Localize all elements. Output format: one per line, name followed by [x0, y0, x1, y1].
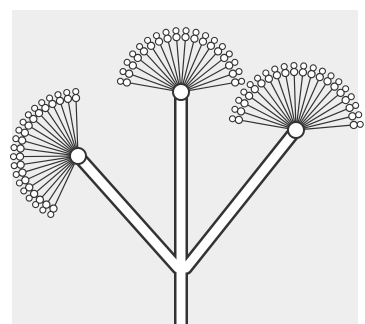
filament-tip: [117, 78, 123, 84]
filament-tip: [13, 172, 19, 178]
filament-tip: [319, 68, 325, 74]
filament-tip: [25, 112, 31, 118]
filament-tip: [211, 37, 217, 43]
filament-tip: [356, 112, 362, 118]
filament-tip: [11, 163, 17, 169]
branch-hub: [70, 148, 86, 164]
filament-tip: [281, 64, 287, 70]
filament-tip: [55, 92, 61, 98]
filament-tip: [11, 154, 17, 160]
filament-tip: [343, 86, 349, 92]
stalk-junction: [175, 260, 187, 272]
filament-tip: [73, 89, 79, 95]
filament-tip: [64, 89, 70, 95]
branch-hub: [173, 84, 189, 100]
filament-tip: [47, 95, 53, 101]
branch-hub: [288, 122, 304, 138]
filament-tip: [235, 116, 242, 123]
filament-tip: [191, 35, 198, 42]
filament-tip: [183, 28, 189, 34]
filament-tip: [153, 33, 159, 39]
filament-tip: [273, 72, 280, 79]
filament-tip: [291, 63, 297, 69]
filament-tip: [350, 121, 357, 128]
filament-tip: [126, 70, 133, 77]
filament-tip: [163, 29, 169, 35]
filament-tip: [328, 73, 334, 79]
filament-tip: [301, 63, 307, 69]
filament-tip: [16, 153, 23, 160]
filament-tip: [203, 33, 209, 39]
filament-tip: [236, 69, 242, 75]
filament-tip: [145, 37, 151, 43]
filament-tip: [173, 34, 180, 41]
filament-tip: [229, 70, 236, 77]
filament-tip: [120, 69, 126, 75]
filament-tip: [241, 89, 247, 95]
filament-tip: [164, 35, 171, 42]
filament-tip: [310, 65, 316, 71]
filament-tip: [232, 59, 238, 65]
filament-tip: [219, 44, 225, 50]
filament-tip: [13, 136, 19, 142]
filament-tip: [357, 121, 363, 127]
filament-tip: [64, 95, 71, 102]
filament-tip: [17, 145, 24, 152]
filament-tip: [19, 169, 26, 176]
filament-tip: [272, 66, 278, 72]
filament-tip: [232, 79, 239, 86]
filament-tip: [247, 82, 253, 88]
filament-tip: [72, 94, 79, 101]
filament-tip: [124, 59, 130, 65]
filament-tip: [299, 69, 306, 76]
filament-tip: [255, 75, 261, 81]
filament-tip: [236, 97, 242, 103]
filament-tip: [349, 113, 356, 120]
filament-tip: [21, 188, 27, 194]
filament-tip: [229, 116, 235, 122]
filament-tip: [282, 69, 289, 76]
filament-tip: [130, 51, 136, 57]
filament-tip: [263, 70, 269, 76]
filament-tip: [56, 97, 63, 104]
filament-tip: [137, 44, 143, 50]
filament-tip: [239, 78, 245, 84]
filament-tip: [16, 127, 22, 133]
filament-tip: [173, 28, 179, 34]
filament-tip: [123, 79, 130, 86]
filament-tip: [237, 108, 244, 115]
filament-tip: [232, 106, 238, 112]
filament-tip: [182, 34, 189, 41]
filament-tip: [19, 137, 26, 144]
filament-tip: [33, 202, 39, 208]
filament-tip: [32, 105, 38, 111]
filament-tip: [17, 161, 24, 168]
filament-tip: [193, 29, 199, 35]
filament-tip: [353, 102, 359, 108]
filament-tip: [16, 180, 22, 186]
filament-tip: [20, 119, 26, 125]
filament-tip: [336, 79, 342, 85]
filament-tip: [308, 71, 315, 78]
filament-tip: [291, 68, 298, 75]
filament-tip: [11, 145, 17, 151]
filament-tip: [226, 51, 232, 57]
filament-tip: [40, 207, 46, 213]
filament-tip: [48, 211, 54, 217]
filament-tip: [26, 195, 32, 201]
filament-tip: [348, 94, 354, 100]
filament-tip: [39, 100, 45, 106]
